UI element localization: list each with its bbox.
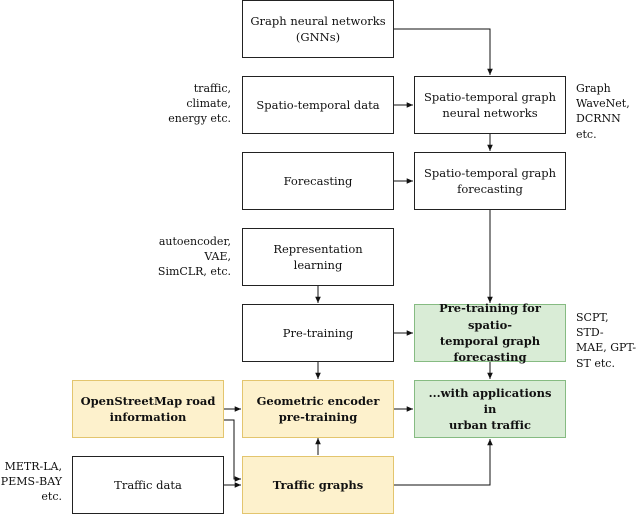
traffic-graphs-label: Traffic graphs	[272, 477, 364, 492]
representation-label: Representation learning	[273, 241, 363, 272]
forecasting-box: Forecasting	[242, 152, 394, 210]
stgnn-box: Spatio-temporal graph neural networks	[414, 76, 566, 134]
geo-encoder-label: Geometric encoder pre-training	[256, 393, 380, 424]
st-forecasting-box: Spatio-temporal graph forecasting	[414, 152, 566, 210]
st-data-label: Spatio-temporal data	[256, 97, 380, 112]
st-forecasting-label: Spatio-temporal graph forecasting	[424, 165, 556, 196]
pretraining-st-label: Pre-training for spatio- temporal graph …	[439, 301, 541, 365]
gnn-box: Graph neural networks (GNNs)	[242, 0, 394, 58]
stgnn-label: Spatio-temporal graph neural networks	[424, 89, 556, 120]
applications-label: ...with applications in urban traffic	[428, 385, 552, 433]
traffic-data-examples-note: METR-LA, PEMS-BAY etc.	[0, 460, 62, 504]
st-data-examples-note: traffic, climate, energy etc.	[168, 82, 231, 126]
traffic-graphs-box: Traffic graphs	[242, 456, 394, 514]
pretraining-examples-note: SCPT, STD- MAE, GPT- ST etc.	[576, 311, 637, 370]
arrow-osm-to-trafficgraphs	[224, 419, 241, 482]
arrow-trafficgraphs-to-applications	[394, 439, 493, 486]
representation-examples-note: autoencoder, VAE, SimCLR, etc.	[157, 235, 231, 279]
osm-label: OpenStreetMap road information	[80, 393, 216, 424]
pretraining-label: Pre-training	[282, 325, 354, 340]
forecasting-label: Forecasting	[283, 173, 353, 188]
arrow-gnn-to-stgnn	[394, 28, 493, 75]
pretraining-box: Pre-training	[242, 304, 394, 362]
traffic-data-label: Traffic data	[114, 477, 182, 492]
osm-box: OpenStreetMap road information	[72, 380, 224, 438]
representation-box: Representation learning	[242, 228, 394, 286]
stgnn-examples-note: Graph WaveNet, DCRNN etc.	[576, 82, 630, 141]
st-data-box: Spatio-temporal data	[242, 76, 394, 134]
pretraining-st-box: Pre-training for spatio- temporal graph …	[414, 301, 566, 364]
geo-encoder-box: Geometric encoder pre-training	[242, 380, 394, 438]
applications-box: ...with applications in urban traffic	[414, 380, 566, 438]
gnn-label: Graph neural networks (GNNs)	[250, 13, 386, 44]
